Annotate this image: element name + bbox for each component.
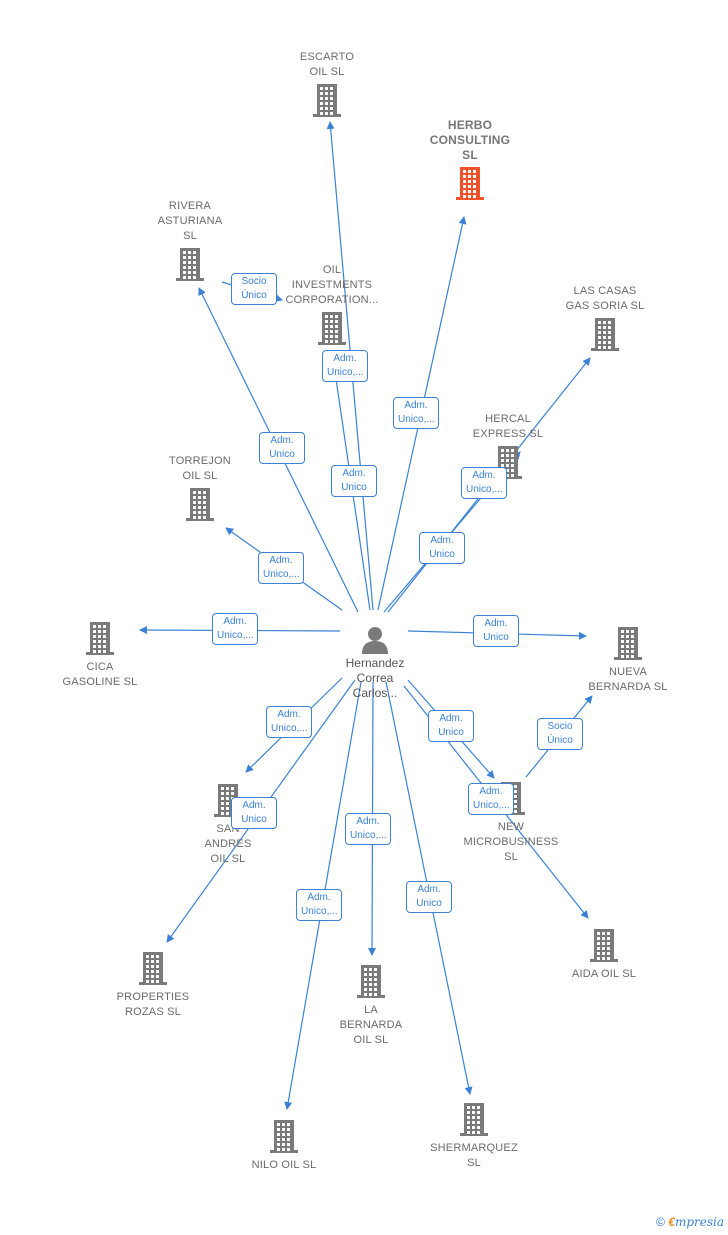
company-label: HERBO CONSULTING SL [429,118,511,162]
building-icon [357,965,385,998]
company-label: SHERMARQUEZ SL [430,1142,518,1169]
edge-label-e_lascasas[interactable]: Adm. Unico,... [461,467,507,499]
edge-label-e_properties[interactable]: Adm. Unico [231,797,277,829]
company-label: LA BERNARDA OIL SL [339,1004,403,1046]
building-icon [313,84,341,117]
company-label: NUEVA BERNARDA SL [588,666,668,693]
edge-label-e_newmicro[interactable]: Adm. Unico [428,710,474,742]
company-node-hercal[interactable]: HERCAL EXPRESS SL [448,412,568,480]
edge-label-e_rivera_oil[interactable]: Socio Único [231,273,277,305]
edge-label-e_rivera[interactable]: Adm. Unico [259,432,305,464]
company-label: RIVERA ASTURIANA SL [157,200,223,242]
company-label: AIDA OIL SL [571,968,637,980]
company-node-oilinv[interactable]: OIL INVESTMENTS CORPORATION... [272,263,392,346]
company-node-esc[interactable]: ESCARTO OIL SL [267,50,387,118]
company-label: LAS CASAS GAS SORIA SL [565,285,645,312]
company-node-aida[interactable]: AIDA OIL SL [544,927,664,982]
center-person[interactable]: Hernandez Correa Carlos... [335,624,415,701]
brand-text: mpresia [674,1215,724,1229]
building-icon [590,929,618,962]
edge-label-e_aida[interactable]: Adm. Unico,... [468,783,514,815]
edge-label-e_labernarda[interactable]: Adm. Unico,... [345,813,391,845]
building-icon [139,952,167,985]
company-node-nueva[interactable]: NUEVA BERNARDA SL [568,625,688,695]
company-node-torrejon[interactable]: TORREJON OIL SL [140,454,260,522]
company-label: CICA GASOLINE SL [62,661,138,688]
company-label: OIL INVESTMENTS CORPORATION... [285,264,379,306]
company-node-herbo[interactable]: HERBO CONSULTING SL [410,118,530,201]
company-node-nilo[interactable]: NILO OIL SL [224,1118,344,1173]
edge-label-e_sanandres[interactable]: Adm. Unico,... [266,706,312,738]
building-icon [614,627,642,660]
building-icon [186,488,214,521]
edge-label-e_cica[interactable]: Adm. Unico,... [212,613,258,645]
center-person-name: Hernandez Correa Carlos... [345,656,405,700]
company-node-cica[interactable]: CICA GASOLINE SL [40,620,160,690]
building-icon [270,1120,298,1153]
edge-label-e_torrejon[interactable]: Adm. Unico,... [258,552,304,584]
company-label: NILO OIL SL [251,1159,317,1171]
building-icon [456,167,484,200]
company-node-sherm[interactable]: SHERMARQUEZ SL [414,1101,534,1171]
company-label: ESCARTO OIL SL [299,51,355,78]
edge-label-e_newmicro_nueva[interactable]: Socio Único [537,718,583,750]
company-label: HERCAL EXPRESS SL [472,413,544,440]
copyright-symbol: © [656,1215,665,1229]
company-node-properties[interactable]: PROPERTIES ROZAS SL [93,950,213,1020]
person-icon [362,627,388,654]
edge-label-e_herbo[interactable]: Adm. Unico,... [393,397,439,429]
edge-label-e_nilo[interactable]: Adm. Unico,... [296,889,342,921]
building-icon [494,446,522,479]
company-node-lascasas[interactable]: LAS CASAS GAS SORIA SL [545,284,665,352]
edge-label-e_hercal[interactable]: Adm. Unico [419,532,465,564]
edge-label-e_esc[interactable]: Adm. Unico [331,465,377,497]
building-icon [591,318,619,351]
edge-label-e_oilinv[interactable]: Adm. Unico,... [322,350,368,382]
building-icon [318,312,346,345]
building-icon [460,1103,488,1136]
company-label: TORREJON OIL SL [169,455,231,482]
edge-label-e_sherm[interactable]: Adm. Unico [406,881,452,913]
building-icon [86,622,114,655]
company-node-labernarda[interactable]: LA BERNARDA OIL SL [311,963,431,1048]
brand-logo: © €mpresia [656,1215,724,1229]
building-icon [176,248,204,281]
edge-label-e_nueva[interactable]: Adm. Unico [473,615,519,647]
company-label: PROPERTIES ROZAS SL [116,991,190,1018]
company-node-rivera[interactable]: RIVERA ASTURIANA SL [130,199,250,282]
brand-e: € [668,1215,675,1229]
company-label: NEW MICROBUSINESS SL [463,821,559,863]
